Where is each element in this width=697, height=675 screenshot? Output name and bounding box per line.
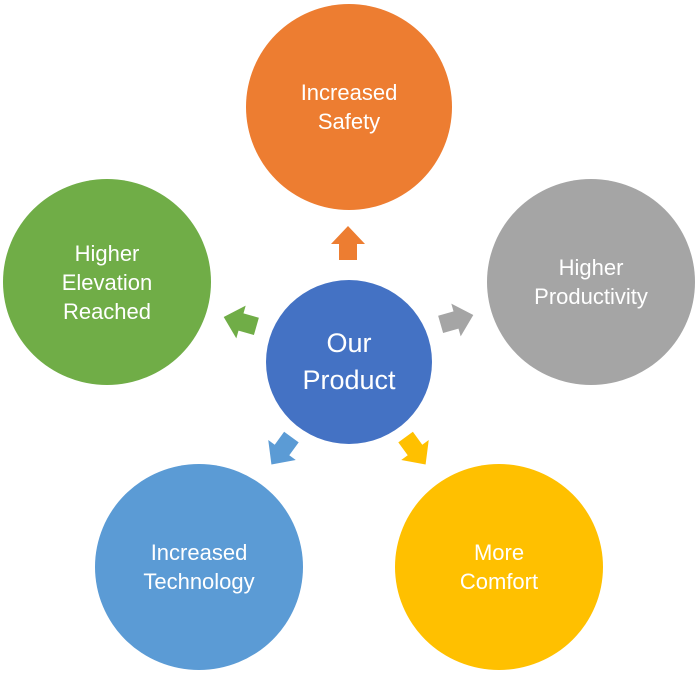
arrow-to-right-icon xyxy=(438,303,474,337)
node-increased-technology: Increased Technology xyxy=(95,464,303,670)
node-label: Increased Technology xyxy=(143,540,255,594)
center-node-label: Our Product xyxy=(302,328,396,395)
node-more-comfort: More Comfort xyxy=(395,464,603,670)
arrow-to-top-icon xyxy=(331,226,365,260)
node-higher-productivity: Higher Productivity xyxy=(487,179,695,385)
node-higher-elevation-reached: Higher Elevation Reached xyxy=(3,179,211,385)
node-label: Increased Safety xyxy=(300,80,398,134)
arrow-to-bottom-right-icon xyxy=(398,431,429,465)
center-node-our-product: Our Product xyxy=(266,280,432,444)
node-increased-safety: Increased Safety xyxy=(246,4,452,210)
node-label: Higher Productivity xyxy=(534,255,648,309)
arrow-to-left-icon xyxy=(223,305,259,339)
arrow-to-bottom-left-icon xyxy=(268,431,299,465)
node-label: More Comfort xyxy=(459,540,539,594)
node-label: Higher Elevation Reached xyxy=(61,240,153,324)
